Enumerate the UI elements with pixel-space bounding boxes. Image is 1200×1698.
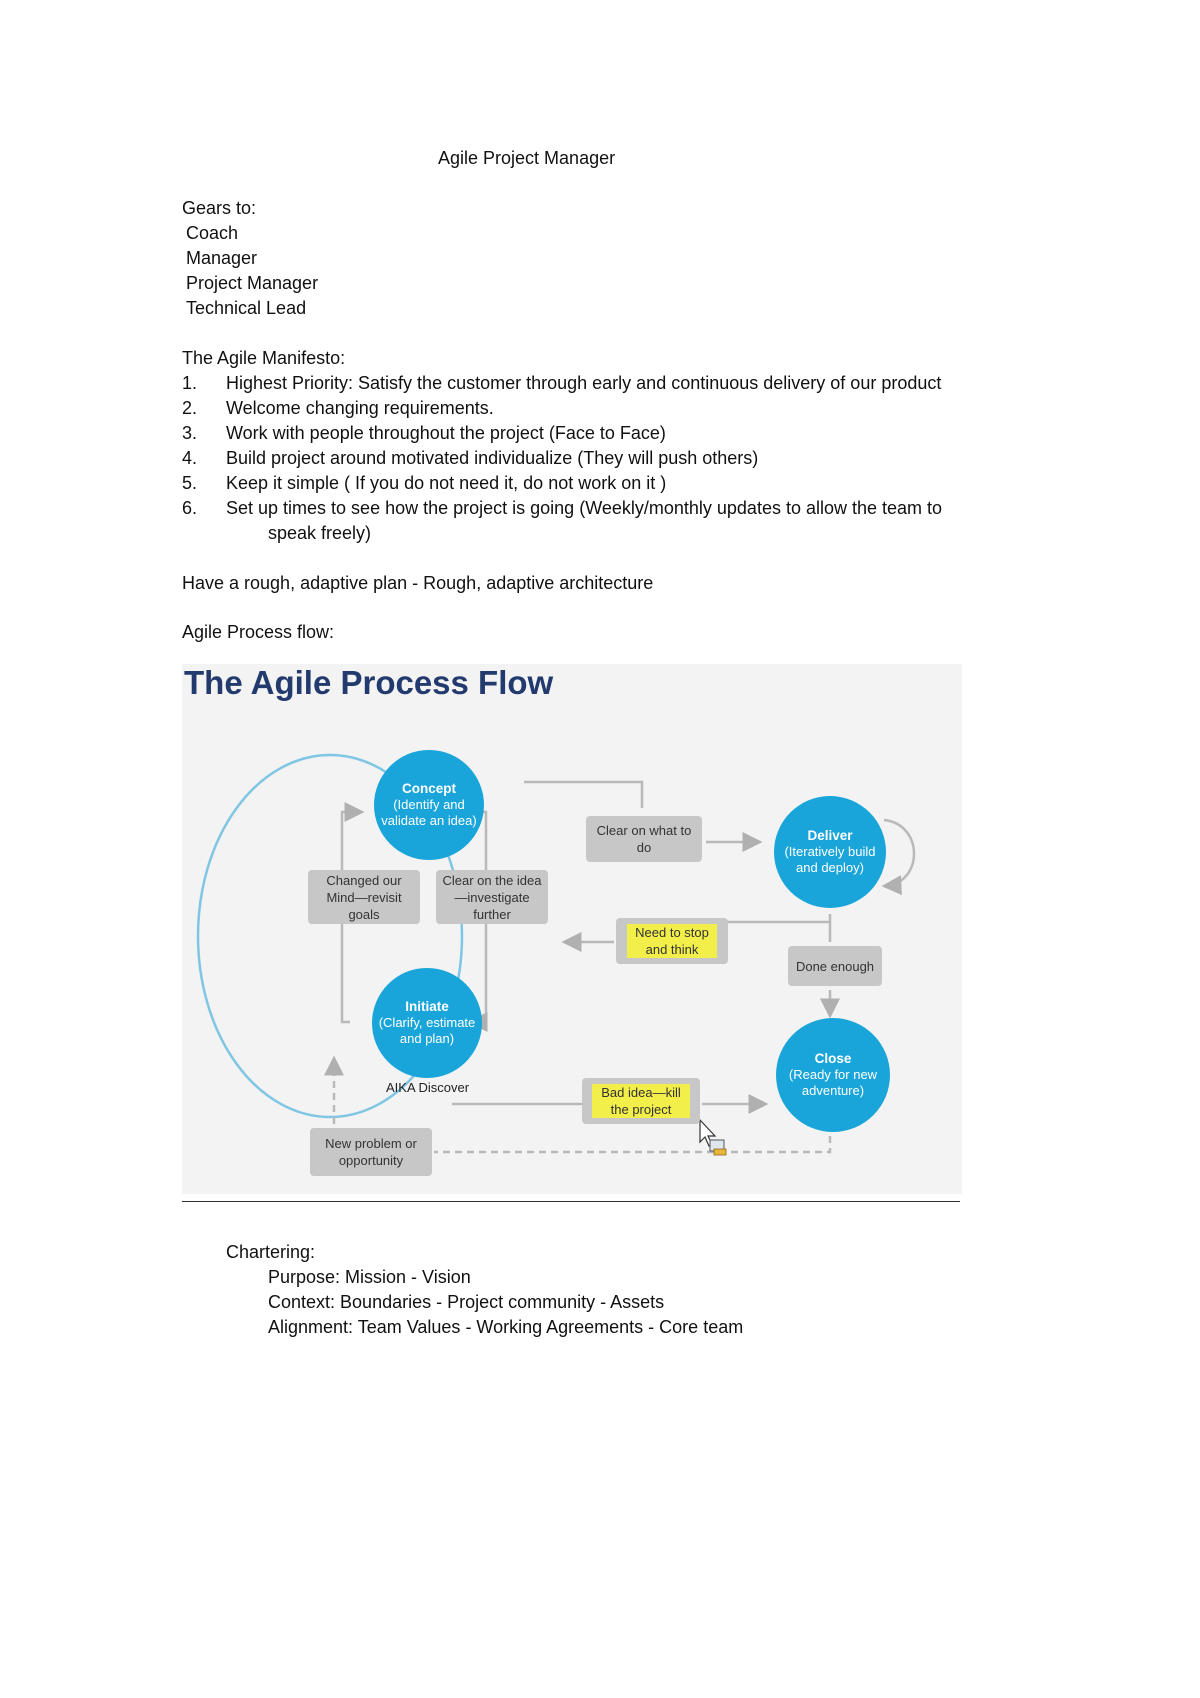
page-title: Agile Project Manager [438, 148, 616, 168]
list-item: Set up times to see how the project is g… [226, 498, 943, 518]
changed-mind-box: Changed our Mind—revisit goals [308, 870, 420, 924]
close-title: Close [814, 1051, 852, 1066]
list-item: Build project around motivated individua… [226, 448, 759, 468]
list-number: 2. [182, 398, 198, 418]
chartering-purpose: Purpose: Mission - Vision [268, 1267, 471, 1287]
gears-item: Coach [186, 223, 239, 243]
manifesto-heading: The Agile Manifesto: [182, 348, 346, 368]
gears-item: Manager [186, 248, 258, 268]
bad-idea-box: Bad idea—kill the project [582, 1078, 700, 1124]
list-item: Welcome changing requirements. [226, 398, 494, 418]
initiate-title: Initiate [405, 999, 449, 1014]
list-number: 5. [182, 473, 198, 493]
gears-item: Technical Lead [186, 298, 307, 318]
horizontal-rule [182, 1201, 960, 1202]
done-enough-label: Done enough [795, 958, 875, 974]
gears-item: Project Manager [186, 273, 319, 293]
list-item: Keep it simple ( If you do not need it, … [226, 473, 667, 493]
list-number: 3. [182, 423, 198, 443]
deliver-desc: (Iteratively build and deploy) [784, 844, 876, 875]
concept-title: Concept [402, 781, 456, 796]
figure-title: The Agile Process Flow [184, 664, 554, 701]
chartering-alignment: Alignment: Team Values - Working Agreeme… [268, 1317, 744, 1337]
list-number: 6. [182, 498, 198, 518]
aka-discover-label: AIKA Discover [386, 1080, 470, 1095]
new-problem-label: New problem or opportunity [325, 1136, 417, 1168]
initiate-desc: (Clarify, estimate and plan) [378, 1015, 476, 1046]
close-desc: (Ready for new adventure) [788, 1067, 878, 1098]
need-stop-label: Need to stop and think [627, 924, 717, 958]
deliver-title: Deliver [807, 828, 853, 843]
chartering-context: Context: Boundaries - Project community … [268, 1292, 665, 1312]
clear-idea-box: Clear on the idea —investigate further [436, 870, 548, 924]
list-item: Highest Priority: Satisfy the customer t… [226, 373, 942, 393]
agile-process-flow-figure: The Agile Process Flow [182, 664, 962, 1194]
connector-line [881, 818, 916, 896]
list-number: 1. [182, 373, 198, 393]
concept-desc: (Identify and validate an idea) [381, 797, 477, 828]
new-problem-box: New problem or opportunity [310, 1128, 432, 1176]
connector-line [524, 780, 644, 808]
chartering-heading: Chartering: [226, 1242, 316, 1262]
list-item-continuation: speak freely) [268, 523, 372, 543]
done-enough-box: Done enough [788, 946, 882, 986]
initiate-node: Initiate (Clarify, estimate and plan) [372, 968, 482, 1078]
clear-what-label: Clear on what to do [596, 823, 692, 855]
bad-idea-label: Bad idea—kill the project [592, 1084, 690, 1118]
list-item: Work with people throughout the project … [226, 423, 666, 443]
discover-ellipse [196, 753, 464, 1119]
need-stop-box: Need to stop and think [616, 918, 728, 964]
clear-idea-label: Clear on the idea —investigate further [442, 872, 542, 922]
deliver-node: Deliver (Iteratively build and deploy) [774, 796, 886, 908]
close-node: Close (Ready for new adventure) [776, 1018, 890, 1132]
clear-what-box: Clear on what to do [586, 816, 702, 862]
changed-mind-label: Changed our Mind—revisit goals [326, 872, 402, 922]
concept-node: Concept (Identify and validate an idea) [374, 750, 484, 860]
flow-label: Agile Process flow: [182, 622, 335, 642]
gears-heading: Gears to: [182, 198, 257, 218]
list-number: 4. [182, 448, 198, 468]
plan-line: Have a rough, adaptive plan - Rough, ada… [182, 573, 654, 593]
connector-line [434, 1136, 832, 1154]
screen-tip-icon [713, 1148, 727, 1156]
